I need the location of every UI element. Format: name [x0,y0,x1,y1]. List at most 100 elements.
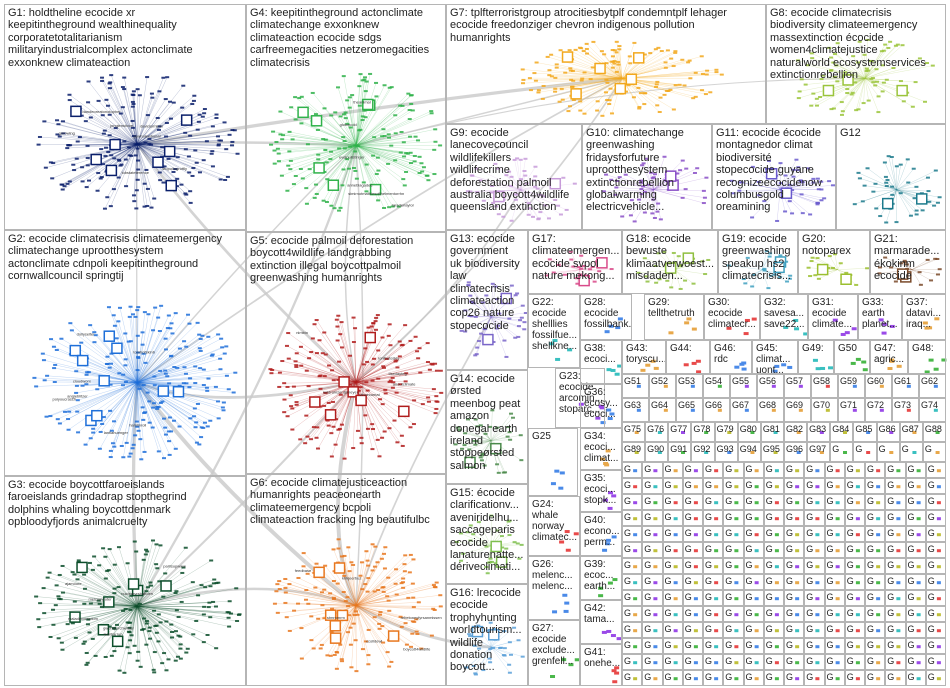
group-box-g47: G47: agric... [870,340,908,374]
tiny-group-box: G [844,638,865,654]
node [152,671,157,674]
cluster-edge [137,602,210,607]
node [147,626,152,629]
group-box-g34: G34: ecoci... climat... [580,428,622,470]
node [210,353,215,356]
node [84,373,89,376]
node [168,327,173,330]
node [87,179,92,182]
node [66,428,71,431]
cluster-edge [355,129,384,146]
cluster-edge [136,606,141,667]
cluster-edge [87,102,138,145]
node [337,147,342,150]
cluster-edge [355,136,416,146]
cluster-edge [89,606,138,633]
node [176,616,181,619]
tiny-group-label: G [684,592,692,602]
tiny-group-label: G [664,608,672,618]
cluster-edge [137,606,240,615]
node [126,340,131,343]
tiny-group-label: G [664,656,672,666]
node [103,555,108,558]
tiny-group-box: G [844,670,865,686]
tiny-group-label: G [786,560,794,570]
cluster-edge [349,107,357,146]
node [285,189,290,192]
tiny-group-box: G [905,526,926,542]
tiny-group-label: G [846,576,854,586]
cluster-edge [136,352,139,383]
tiny-group-label: G [765,512,773,522]
node [410,109,415,112]
cluster-edge [136,606,148,622]
cluster-edge [136,101,171,145]
cluster-edge [137,122,225,145]
node [179,183,184,186]
node [148,637,153,640]
node [123,608,128,611]
tiny-group-box: G [824,478,845,494]
tiny-group-box: G [682,638,703,654]
node [137,387,142,390]
node [162,652,167,655]
node [137,94,142,97]
node [341,75,346,78]
cluster-edge [136,606,161,623]
cluster-edge [111,606,138,656]
node [212,578,217,581]
tiny-group-box: G [642,606,663,622]
node [222,352,227,355]
node [316,158,321,161]
cluster-edge [75,606,138,639]
node [130,119,135,122]
cluster-edge [64,382,138,413]
node [407,109,412,112]
cluster-edge [355,86,360,146]
node [32,376,37,379]
cluster-edge [42,353,138,383]
node [202,112,207,115]
tiny-group-label: G [826,496,834,506]
node [136,429,141,432]
node [121,373,126,376]
node [143,553,148,556]
node [126,630,131,633]
cluster-edge [355,145,396,161]
node [129,634,134,637]
tiny-group-box: G [723,526,744,542]
group-box-g12: G12 [836,124,946,230]
tiny-group-box: G [642,574,663,590]
node [126,146,131,149]
cluster-edge [136,606,165,654]
node [170,631,175,634]
node [56,637,61,640]
tiny-group-box: G [784,590,805,606]
cluster-edge [83,606,138,644]
tiny-group-box: G [844,558,865,574]
cluster-edge [133,95,138,145]
cluster-edge [326,145,357,163]
cluster-edge [129,606,138,628]
tiny-group-label: G [644,624,652,634]
cluster-edge [136,382,140,389]
tiny-group-label: G83 [809,424,827,434]
tiny-group-box: G [865,542,886,558]
cluster-g4 [269,72,443,212]
cluster-edge [136,317,159,383]
node [224,148,229,151]
tiny-group-label: G [786,592,794,602]
tiny-group-box: G [824,670,845,686]
cluster-edge [90,382,138,439]
cluster-edge [55,604,138,607]
cluster-edge [355,141,436,146]
cluster-edge [109,88,138,145]
cluster-edge [136,97,153,145]
cluster-edge [134,382,138,436]
node [190,174,195,177]
cluster-edge [136,382,159,408]
cluster-edge [340,145,357,208]
cluster-edge [97,143,138,191]
tiny-group-label: G [887,512,895,522]
cluster-edge [136,606,181,649]
